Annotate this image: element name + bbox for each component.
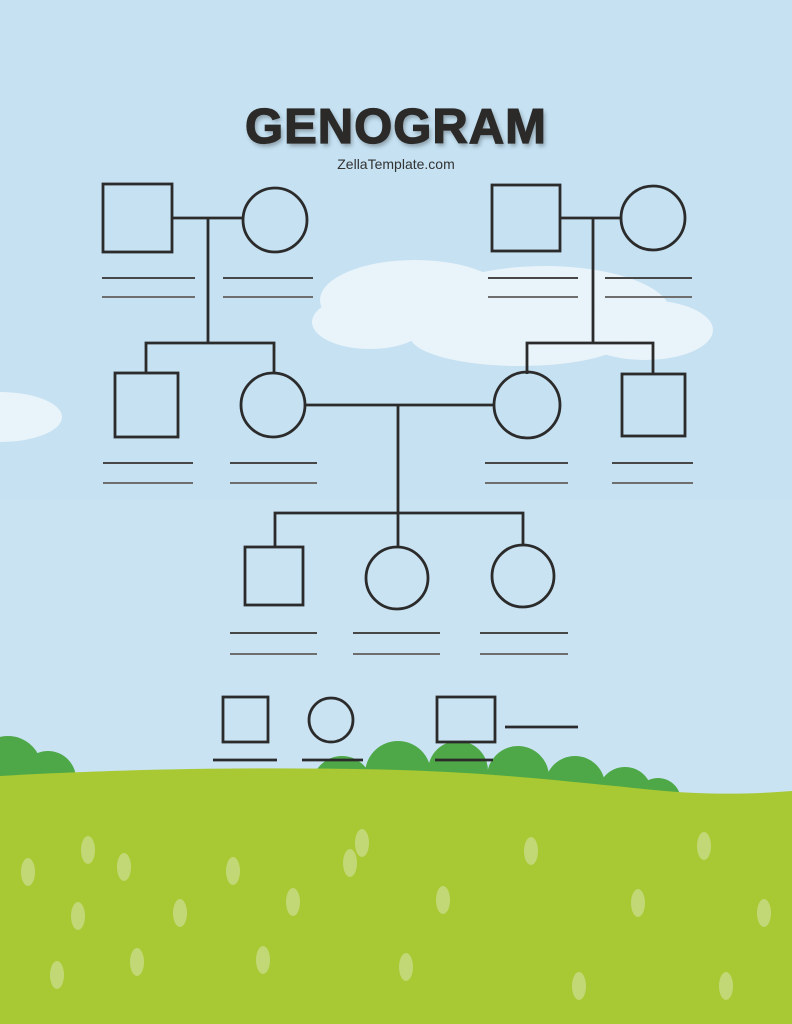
- grandfather-left-square: [101, 182, 174, 254]
- grandparents-right-unit: [488, 183, 692, 344]
- uncle-left-square: [113, 371, 180, 439]
- parents-right-unit: [485, 341, 693, 485]
- son-square: [243, 545, 305, 607]
- daughter-circle: [490, 543, 556, 609]
- header: GENOGRAM ZellaTemplate.com: [0, 100, 792, 172]
- legend-square-symbol: [221, 695, 270, 744]
- sibling-bar: [525, 341, 655, 374]
- page-subtitle: ZellaTemplate.com: [337, 156, 455, 172]
- legend-square-symbol: [435, 695, 497, 744]
- mother-circle: [239, 371, 307, 439]
- uncle-right-square: [620, 372, 687, 438]
- parents-left-unit: [103, 341, 317, 485]
- legend: [213, 695, 578, 762]
- grandmother-right-circle: [619, 184, 687, 252]
- father-circle: [492, 370, 562, 440]
- legend-circle-symbol: [307, 696, 355, 744]
- grass-spots: [21, 829, 771, 1000]
- children-unit: [230, 511, 568, 656]
- cloud: [312, 260, 713, 366]
- sibling-bar: [144, 341, 276, 374]
- daughter-circle: [364, 545, 430, 611]
- cloud: [0, 392, 62, 442]
- grandmother-left-circle: [241, 186, 309, 254]
- grandparents-left-unit: [101, 182, 313, 344]
- grass-hill: [0, 768, 792, 1024]
- grandfather-right-square: [490, 183, 562, 253]
- page-title: GENOGRAM: [244, 100, 547, 154]
